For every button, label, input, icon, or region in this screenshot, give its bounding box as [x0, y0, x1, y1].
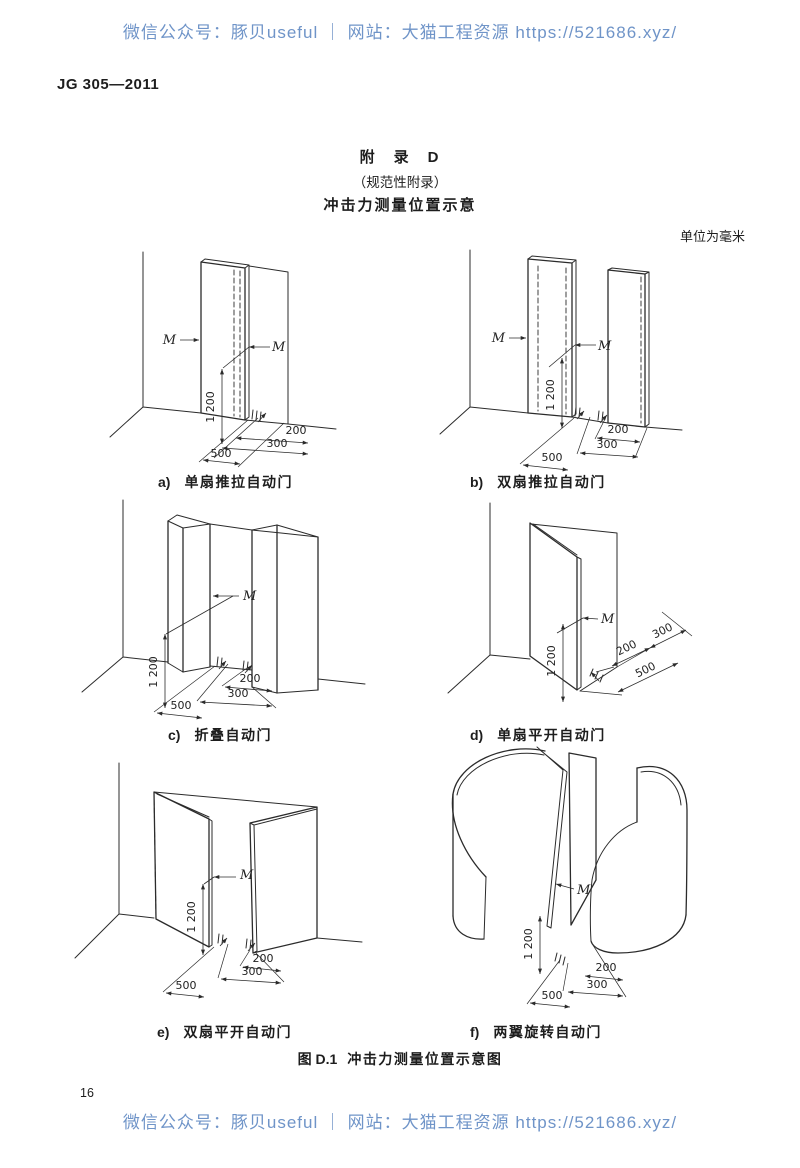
caption-e-prefix: e) — [157, 1024, 170, 1040]
caption-e: e) 双扇平开自动门 — [157, 1022, 292, 1042]
caption-c-prefix: c) — [168, 727, 181, 743]
standard-code: JG 305—2011 — [57, 76, 160, 93]
measure-ticks — [217, 933, 252, 950]
m-label: M — [242, 589, 257, 604]
door-leaf-left — [153, 791, 210, 948]
wing-edge-on — [536, 746, 568, 929]
door-header — [153, 791, 318, 808]
height-dim-label: 1 200 — [544, 379, 557, 411]
appendix-note: （规范性附录） — [352, 175, 448, 190]
left-curved-wall — [451, 748, 546, 878]
caption-a-prefix: a) — [158, 474, 171, 490]
fold-right-edges — [251, 524, 319, 694]
m-label: M — [600, 612, 615, 627]
m-label: M — [239, 868, 254, 883]
m-arrow — [555, 883, 575, 890]
caption-a: a) 单扇推拉自动门 — [158, 472, 293, 492]
height-dim-label: 1 200 — [185, 901, 198, 933]
diagram-b-double-sliding-door: M M 1 200 200 300 500 — [439, 249, 683, 472]
m-label: M — [162, 333, 177, 348]
figure-number: 图 D.1 — [297, 1051, 338, 1067]
caption-c-label: 折叠自动门 — [194, 727, 272, 743]
extension-lines — [526, 941, 627, 1005]
wall-corner — [109, 251, 337, 438]
dim-300-label: 300 — [267, 437, 288, 450]
wall-corner — [81, 499, 366, 693]
m-label: M — [597, 339, 612, 354]
caption-d-prefix: d) — [470, 727, 484, 743]
m-label: M — [576, 883, 591, 898]
door-leaf-right — [607, 269, 646, 428]
height-dim-label: 1 200 — [147, 656, 160, 688]
measure-ticks — [554, 952, 566, 966]
measure-ticks — [216, 656, 249, 672]
dim-500-label: 500 — [542, 451, 563, 464]
caption-d: d) 单扇平开自动门 — [470, 725, 606, 745]
diagram-a-single-sliding-door: M M 1 200 200 300 500 — [109, 251, 337, 468]
appendix-title: 附 录 D — [359, 149, 441, 166]
m-label: M — [491, 331, 506, 346]
caption-b-prefix: b) — [470, 474, 484, 490]
fold-left-edges — [167, 520, 211, 673]
figure-title: 冲击力测量位置示意图 — [347, 1051, 503, 1067]
extension-lines — [153, 663, 277, 713]
dim-500-label: 500 — [542, 989, 563, 1002]
dim-200-label: 200 — [608, 423, 629, 436]
dim-300-label: 300 — [597, 438, 618, 451]
diagram-e-double-swing-door: M 1 200 200 300 500 — [74, 762, 363, 999]
height-dim-label: 1 200 — [204, 391, 217, 423]
extension-lines — [519, 416, 648, 465]
extension-lines — [579, 611, 693, 696]
wing-front — [568, 752, 597, 926]
caption-f: f) 两翼旋转自动门 — [470, 1022, 602, 1042]
caption-b: b) 双扇推拉自动门 — [470, 472, 606, 492]
diagram-f-revolving-door: M 1 200 200 300 500 — [451, 746, 688, 1009]
door-frame — [248, 265, 289, 425]
extension-lines — [162, 943, 285, 993]
wall-corner — [447, 502, 531, 694]
dim-300-label: 300 — [228, 687, 249, 700]
door-frame — [530, 523, 618, 692]
dim-500-label: 500 — [211, 447, 232, 460]
dim-500-label: 500 — [633, 659, 658, 680]
door-header — [209, 523, 253, 531]
wall-corner — [439, 249, 683, 435]
m-label: M — [271, 340, 286, 355]
watermark-bottom: 微信公众号：豚贝useful ｜ 网站：大猫工程资源 https://52168… — [122, 1113, 678, 1132]
height-dim-label: 1 200 — [545, 645, 558, 677]
caption-c: c) 折叠自动门 — [168, 725, 272, 745]
dim-300-label: 300 — [242, 965, 263, 978]
height-dim-label: 1 200 — [522, 928, 535, 960]
dim-200-label: 200 — [253, 952, 274, 965]
dim-500-label: 500 — [176, 979, 197, 992]
dim-200-label: 200 — [596, 961, 617, 974]
caption-d-label: 单扇平开自动门 — [497, 727, 606, 743]
dim-500-label: 500 — [171, 699, 192, 712]
caption-a-label: 单扇推拉自动门 — [184, 474, 293, 490]
dim-300-label: 300 — [650, 620, 675, 641]
dim-300-label: 300 — [587, 978, 608, 991]
dim-200-label: 200 — [286, 424, 307, 437]
caption-f-prefix: f) — [470, 1024, 480, 1040]
appendix-heading: 冲击力测量位置示意 — [323, 197, 477, 214]
door-hidden-edge — [233, 269, 241, 418]
door-leaf-right — [249, 806, 318, 954]
diagram-c-folding-door: M 1 200 200 300 500 — [81, 499, 366, 720]
diagram-d-single-swing-door: M 1 200 200 300 500 — [447, 502, 693, 702]
caption-f-label: 两翼旋转自动门 — [493, 1024, 602, 1040]
wall-corner — [74, 762, 363, 959]
page-number: 16 — [80, 1086, 94, 1100]
caption-b-label: 双扇推拉自动门 — [497, 474, 606, 490]
watermark-top: 微信公众号：豚贝useful ｜ 网站：大猫工程资源 https://52168… — [122, 23, 678, 42]
figure-caption: 图 D.1 冲击力测量位置示意图 — [0, 1049, 800, 1069]
dim-200-label: 200 — [240, 672, 261, 685]
m-arrow — [582, 616, 599, 621]
unit-note: 单位为毫米 — [679, 229, 745, 244]
extension-lines — [198, 417, 285, 468]
caption-e-label: 双扇平开自动门 — [183, 1024, 292, 1040]
